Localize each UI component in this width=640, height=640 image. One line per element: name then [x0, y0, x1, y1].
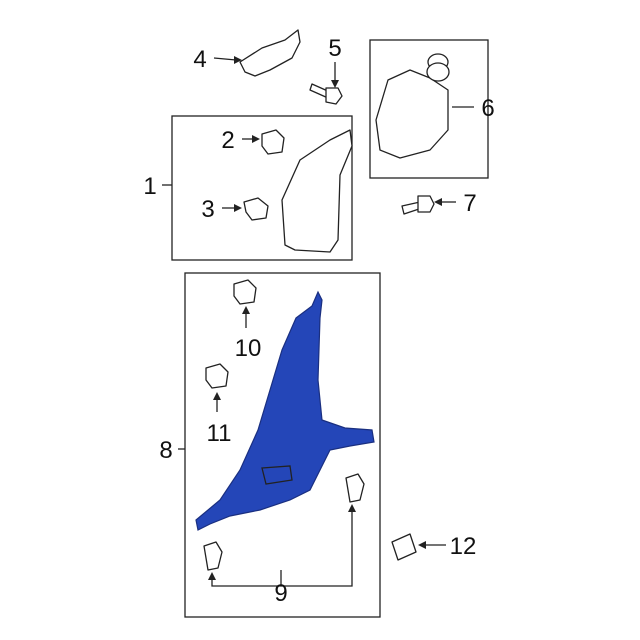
part-2-clip[interactable]	[261, 129, 285, 155]
group-box-1	[171, 115, 353, 261]
callout-5: 5	[328, 35, 341, 62]
part-9-clip-right[interactable]	[345, 473, 365, 503]
callout-6: 6	[481, 95, 494, 122]
part-7-bolt[interactable]	[401, 195, 435, 215]
group-box-6	[369, 39, 489, 179]
part-9-clip-left[interactable]	[203, 541, 223, 571]
part-8-pillar-trim[interactable]	[195, 290, 375, 531]
callout-8: 8	[159, 437, 172, 464]
part-10-clip[interactable]	[233, 279, 257, 305]
callout-10: 10	[235, 335, 262, 362]
callout-12: 12	[450, 533, 477, 560]
callout-1: 1	[143, 173, 156, 200]
part-4-bracket[interactable]	[239, 29, 301, 77]
callout-4: 4	[193, 46, 206, 73]
leader-lines	[162, 56, 474, 587]
pillar-detail	[261, 465, 293, 485]
part-5-bolt[interactable]	[309, 83, 343, 105]
callout-9: 9	[274, 580, 287, 607]
callout-3: 3	[201, 196, 214, 223]
callout-2: 2	[221, 127, 234, 154]
part-3-clip[interactable]	[243, 197, 269, 221]
part-12-pad[interactable]	[391, 533, 417, 561]
callout-7: 7	[463, 190, 476, 217]
part-1-upper-trim[interactable]	[281, 129, 353, 253]
part-11-clip[interactable]	[205, 363, 229, 389]
part-6-bracket[interactable]	[375, 53, 450, 159]
group-box-8	[184, 272, 381, 618]
callout-11: 11	[207, 420, 232, 447]
